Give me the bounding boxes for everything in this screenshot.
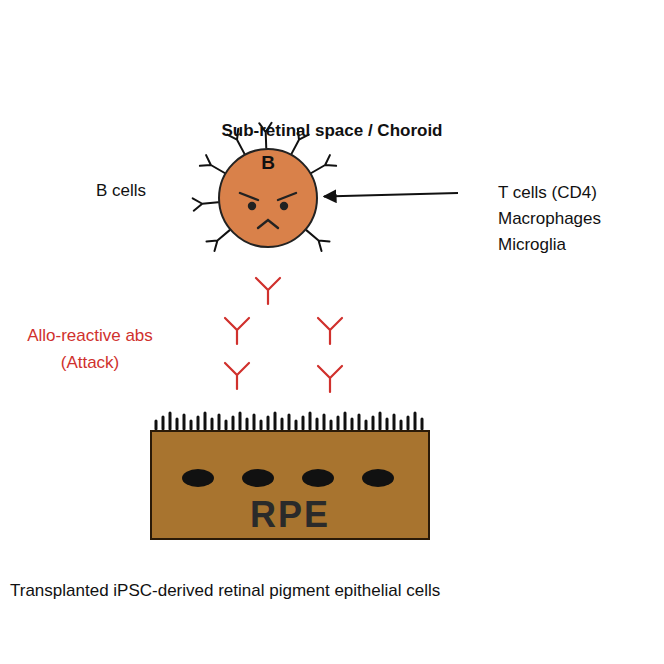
node-text: Macrophages <box>498 206 601 232</box>
antibody-y <box>193 198 219 210</box>
microvillus <box>414 413 417 429</box>
microvillus <box>211 419 214 429</box>
microvillus <box>358 415 361 429</box>
microvillus <box>274 413 277 429</box>
caption: Transplanted iPSC-derived retinal pigmen… <box>10 578 440 604</box>
b-cell-circle: B <box>218 148 318 248</box>
cell-list: T cells (CD4)MacrophagesMicroglia <box>460 180 601 258</box>
microvillus <box>218 415 221 429</box>
microvillus <box>344 413 347 429</box>
microvillus <box>295 421 298 429</box>
microvillus <box>365 421 368 429</box>
microvillus <box>400 421 403 429</box>
microvillus <box>190 421 193 429</box>
microvillus <box>246 419 249 429</box>
antibody-y <box>200 155 225 173</box>
cell-label: B cells <box>96 178 146 204</box>
microvillus <box>309 413 312 429</box>
microvillus <box>407 417 410 429</box>
antibodies <box>225 278 342 392</box>
microvillus <box>183 415 186 429</box>
microvillus <box>379 413 382 429</box>
microvillus <box>169 413 172 429</box>
microvillus <box>225 421 228 429</box>
antibody-y <box>306 230 329 251</box>
microvillus <box>162 417 165 429</box>
microvillus <box>253 415 256 429</box>
microvillus <box>267 417 270 429</box>
microvillus <box>316 419 319 429</box>
microvillus <box>386 419 389 429</box>
angry-face <box>240 193 296 228</box>
microvillus <box>260 421 263 429</box>
node-text: T cells (CD4) <box>498 180 601 206</box>
arrow-connector <box>324 193 458 197</box>
node-text: RPE <box>152 494 428 536</box>
antibody-label: Allo-reactive abs (Attack) <box>12 322 168 376</box>
microvillus <box>155 421 158 429</box>
node-text: Microglia <box>498 232 601 258</box>
microvillus <box>351 419 354 429</box>
antibody-y <box>311 155 336 173</box>
microvillus <box>302 417 305 429</box>
microvillus <box>393 415 396 429</box>
microvillus <box>330 421 333 429</box>
microvillus <box>281 419 284 429</box>
node-text: B <box>218 152 318 174</box>
microvillus <box>232 417 235 429</box>
microvillus <box>372 417 375 429</box>
microvillus <box>176 419 179 429</box>
rpe-layer: RPE <box>150 430 430 540</box>
microvillus <box>337 417 340 429</box>
microvillus <box>323 415 326 429</box>
title: Sub-retinal space / Choroid <box>0 118 664 144</box>
microvillus <box>204 413 207 429</box>
microvillus <box>421 419 424 429</box>
antibody-y <box>206 230 229 251</box>
microvillus <box>288 415 291 429</box>
microvillus <box>197 417 200 429</box>
microvillus <box>239 413 242 429</box>
